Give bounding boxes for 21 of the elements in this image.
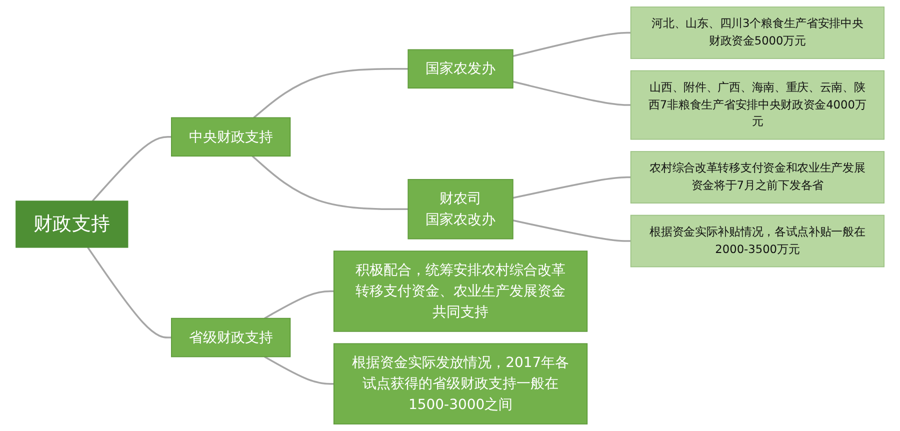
node-box: 积极配合，统筹安排农村综合改革转移支付资金、农业生产发展资金共同支持 <box>333 250 588 332</box>
connector <box>264 356 334 385</box>
connector <box>252 155 408 210</box>
connector <box>92 136 172 202</box>
node-box: 中央财政支持 <box>170 117 291 157</box>
node-box: 根据资金实际发放情况，2017年各试点获得的省级财政支持一般在1500-3000之间 <box>333 343 588 424</box>
node-box: 根据资金实际补贴情况，各试点补贴一般在2000-3500万元 <box>630 214 884 268</box>
node-box: 省级财政支持 <box>170 318 291 358</box>
connector <box>87 246 172 338</box>
node-box: 财政支持 <box>16 200 128 248</box>
connector <box>264 290 334 320</box>
connector <box>512 220 631 242</box>
node-box: 农村综合改革转移支付资金和农业生产发展资金将于7月之前下发各省 <box>630 151 884 204</box>
connector <box>512 176 631 199</box>
node-box: 财农司 国家农改办 <box>408 179 514 240</box>
node-box: 河北、山东、四川3个粮食生产省安排中央财政资金5000万元 <box>630 6 884 59</box>
node-box: 国家农发办 <box>408 49 514 89</box>
connector <box>512 80 631 106</box>
connector <box>512 32 631 57</box>
connector <box>253 68 408 118</box>
node-box: 山西、附件、广西、海南、重庆、云南、陕西7非粮食生产省安排中央财政资金4000万元 <box>630 70 884 140</box>
